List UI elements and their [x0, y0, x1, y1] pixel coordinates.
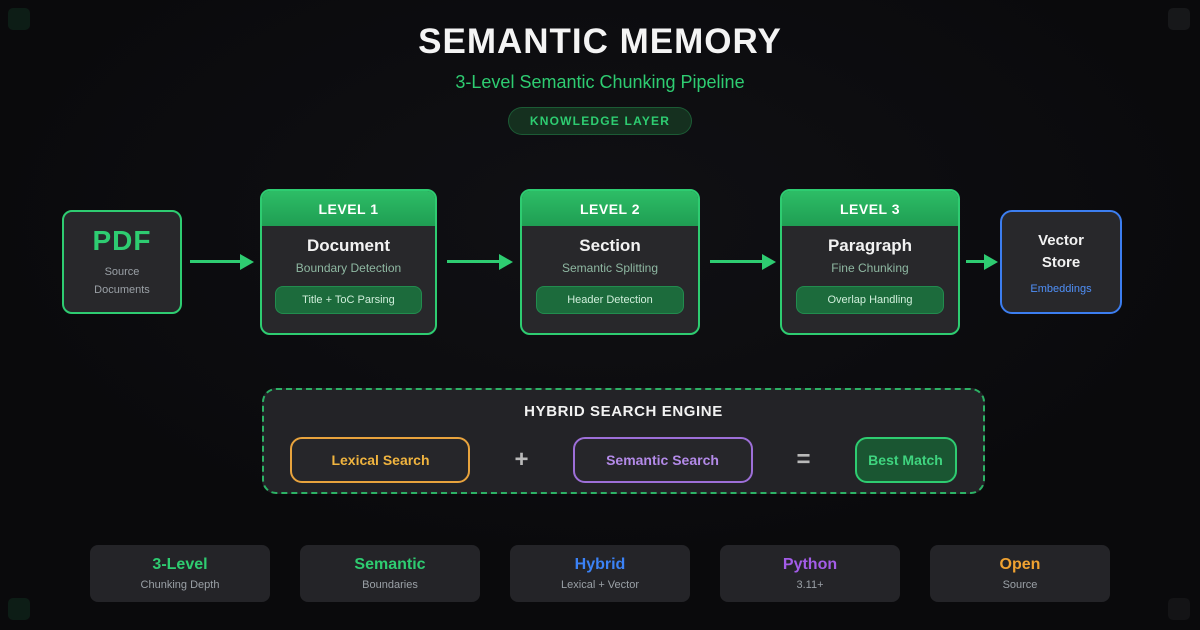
level-2-tag: Header Detection: [535, 286, 685, 314]
corner-accent-top-right: [1168, 8, 1190, 30]
page-subtitle: 3-Level Semantic Chunking Pipeline: [455, 72, 745, 92]
stat-card-chunking-depth: 3-Level Chunking Depth: [90, 545, 270, 602]
stat-label: Boundaries: [362, 579, 418, 591]
level-1-node: LEVEL 1 Document Boundary Detection Titl…: [260, 189, 437, 335]
plus-operator: +: [514, 446, 529, 473]
pdf-node-title: PDF: [92, 224, 152, 256]
equals-operator: =: [796, 446, 811, 473]
stat-value: Open: [999, 556, 1041, 573]
flow-arrow-icon: [447, 253, 513, 270]
vector-store-subtitle: Embeddings: [1030, 282, 1092, 295]
stat-value: Semantic: [354, 556, 426, 573]
vector-store-node: Vector Store Embeddings: [1000, 210, 1122, 314]
level-2-subtitle: Semantic Splitting: [561, 261, 659, 275]
hybrid-search-formula: Lexical Search + Semantic Search = Best …: [264, 437, 983, 483]
vector-store-title-line2: Store: [1041, 254, 1081, 271]
stat-label: Source: [1002, 579, 1038, 591]
stat-card-python: Python 3.11+: [720, 545, 900, 602]
vector-store-title-line1: Vector: [1038, 231, 1084, 249]
corner-accent-bottom-right: [1168, 598, 1190, 620]
flow-arrow-icon: [190, 253, 254, 270]
pdf-source-node: PDF Source Documents: [62, 210, 182, 314]
level-3-subtitle: Fine Chunking: [831, 261, 909, 275]
best-match-chip: Best Match: [854, 437, 957, 483]
level-3-node: LEVEL 3 Paragraph Fine Chunking Overlap …: [780, 189, 960, 335]
stat-card-hybrid: Hybrid Lexical + Vector: [510, 545, 690, 602]
flow-arrow-icon: [710, 253, 776, 270]
level-3-title: Paragraph: [827, 236, 913, 255]
stats-row: 3-Level Chunking Depth Semantic Boundari…: [0, 545, 1200, 602]
stat-label: Lexical + Vector: [561, 579, 639, 591]
level-1-tag: Title + ToC Parsing: [275, 286, 422, 314]
level-2-node: LEVEL 2 Section Semantic Splitting Heade…: [520, 189, 700, 335]
vector-store-title: Vector Store: [1038, 230, 1084, 275]
level-3-tag: Overlap Handling: [795, 286, 945, 314]
header: SEMANTIC MEMORY 3-Level Semantic Chunkin…: [0, 22, 1200, 135]
flow-arrow-icon: [966, 253, 998, 270]
knowledge-layer-badge: KNOWLEDGE LAYER: [507, 107, 693, 135]
level-2-header: LEVEL 2: [522, 191, 698, 226]
level-3-header: LEVEL 3: [782, 191, 958, 226]
lexical-search-chip: Lexical Search: [290, 437, 471, 483]
stat-card-boundaries: Semantic Boundaries: [300, 545, 480, 602]
level-1-header: LEVEL 1: [262, 191, 435, 226]
level-1-title: Document: [306, 236, 391, 255]
corner-accent-top-left: [8, 8, 30, 30]
stat-value: Hybrid: [574, 556, 626, 573]
semantic-search-chip: Semantic Search: [572, 437, 753, 483]
level-1-subtitle: Boundary Detection: [295, 261, 402, 275]
stat-card-open-source: Open Source: [930, 545, 1110, 602]
pdf-node-subtitle: Source Documents: [94, 265, 150, 296]
stat-value: 3-Level: [152, 556, 208, 573]
stat-label: 3.11+: [796, 579, 824, 591]
corner-accent-bottom-left: [8, 598, 30, 620]
stat-value: Python: [782, 556, 838, 573]
stat-label: Chunking Depth: [140, 579, 220, 591]
level-2-title: Section: [579, 236, 641, 255]
hybrid-search-title: HYBRID SEARCH ENGINE: [524, 403, 723, 420]
page-title: SEMANTIC MEMORY: [418, 22, 782, 61]
hybrid-search-engine-panel: HYBRID SEARCH ENGINE Lexical Search + Se…: [262, 388, 985, 494]
